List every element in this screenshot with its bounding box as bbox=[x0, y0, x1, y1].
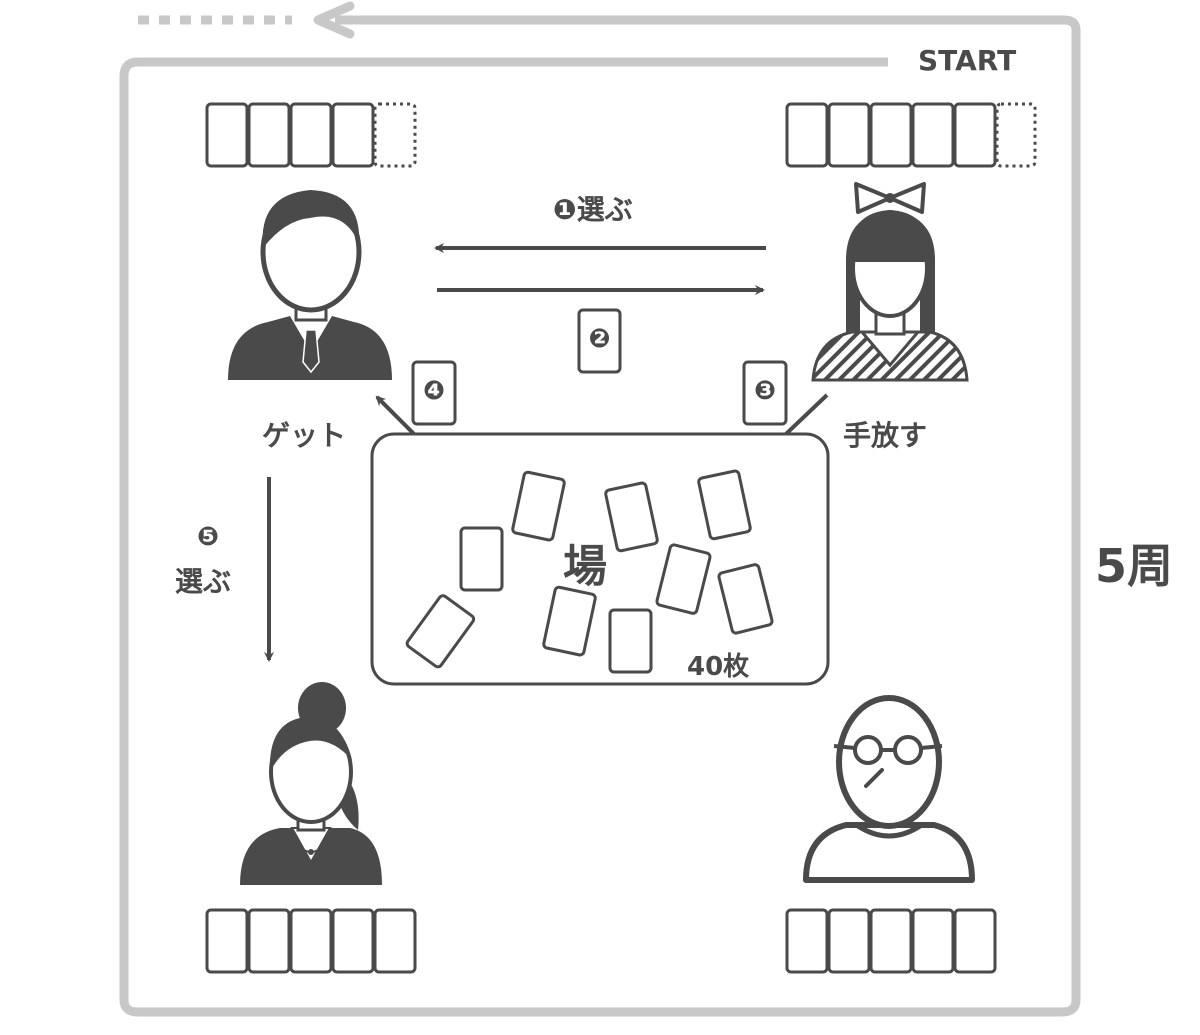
hand-top-left bbox=[207, 104, 415, 166]
field-card-count: 40枚 bbox=[687, 646, 749, 683]
hand-bottom-right bbox=[787, 910, 995, 972]
hand-bottom-left bbox=[207, 910, 415, 972]
step4-badge: ❹ bbox=[413, 376, 455, 406]
businessman-icon bbox=[228, 190, 392, 380]
laps-label: 5周 bbox=[1095, 530, 1173, 596]
hand-top-right bbox=[787, 104, 1035, 166]
girl-with-bow-icon bbox=[813, 184, 967, 380]
field-card bbox=[610, 610, 651, 672]
businesswoman-icon bbox=[240, 682, 382, 885]
start-label: START bbox=[918, 44, 1016, 77]
step5-number: ❺ bbox=[188, 522, 228, 552]
step3-badge: ❸ bbox=[744, 376, 786, 406]
player-label-discard: 手放す bbox=[843, 414, 927, 454]
field-title: 場 bbox=[563, 530, 607, 594]
step1-label: ❶選ぶ bbox=[553, 188, 633, 228]
field-card bbox=[461, 528, 502, 590]
player-label-get: ゲット bbox=[262, 414, 346, 454]
step5-label: 選ぶ bbox=[175, 560, 231, 600]
step2-badge: ❷ bbox=[579, 324, 620, 354]
empty-slot bbox=[997, 104, 1035, 166]
man-with-glasses-icon bbox=[806, 698, 972, 880]
empty-slot bbox=[375, 104, 415, 166]
